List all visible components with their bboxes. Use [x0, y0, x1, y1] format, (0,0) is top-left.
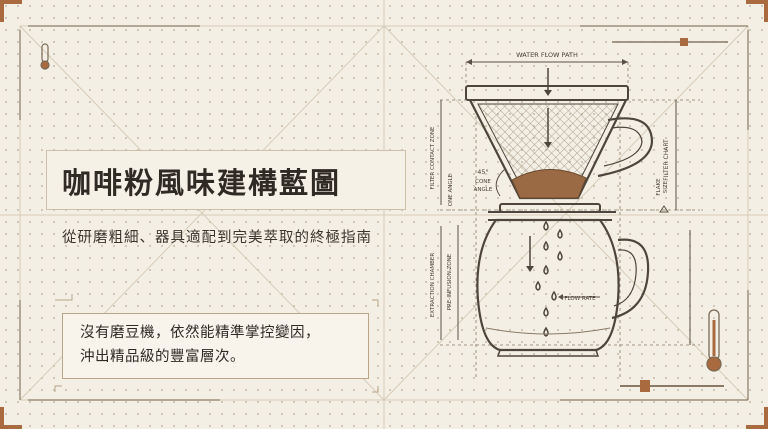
page-title: 咖啡粉風味建構藍圖	[62, 166, 342, 200]
label-flow-rate: FLOW RATE	[564, 296, 596, 302]
page-subtitle: 從研磨粗細、器具適配到完美萃取的終極指南	[62, 230, 372, 246]
label-cone-angle-side: ONE ANGLE	[448, 173, 454, 206]
label-size: SIZE	[663, 180, 669, 193]
label-cone-text-1: CONE	[475, 179, 491, 185]
label-filter-chart: FILTER CHART	[663, 139, 670, 181]
note-line-1: 沒有磨豆機，依然能精準掌控變因，	[80, 325, 320, 341]
label-water-flow-path: WATER FLOW PATH	[516, 51, 578, 59]
label-pre-infusion-zone: PRE-INFUSION ZONE	[447, 253, 453, 310]
right-thermometer-icon	[706, 309, 722, 372]
label-flake: FLAKE	[656, 178, 662, 196]
thermometer-icon	[40, 43, 50, 70]
note-line-2: 沖出精品級的豐富層次。	[80, 349, 245, 365]
pour-over-diagram	[440, 59, 700, 380]
label-cone-text-2: ANGLE	[474, 187, 493, 193]
note-panel	[62, 313, 369, 379]
label-filter-contact-zone: FILTER CONTACT ZONE	[430, 126, 436, 190]
note-text: 沒有磨豆機，依然能精準掌控變因， 沖出精品級的豐富層次。	[80, 321, 320, 369]
title-panel	[46, 150, 406, 210]
label-extraction-chamber: EXTRACTION CHAMBER	[430, 253, 436, 318]
bottom-slider-icon	[620, 380, 724, 392]
label-cone-angle-value: 45°	[477, 168, 489, 176]
top-slider-icon	[612, 38, 728, 46]
